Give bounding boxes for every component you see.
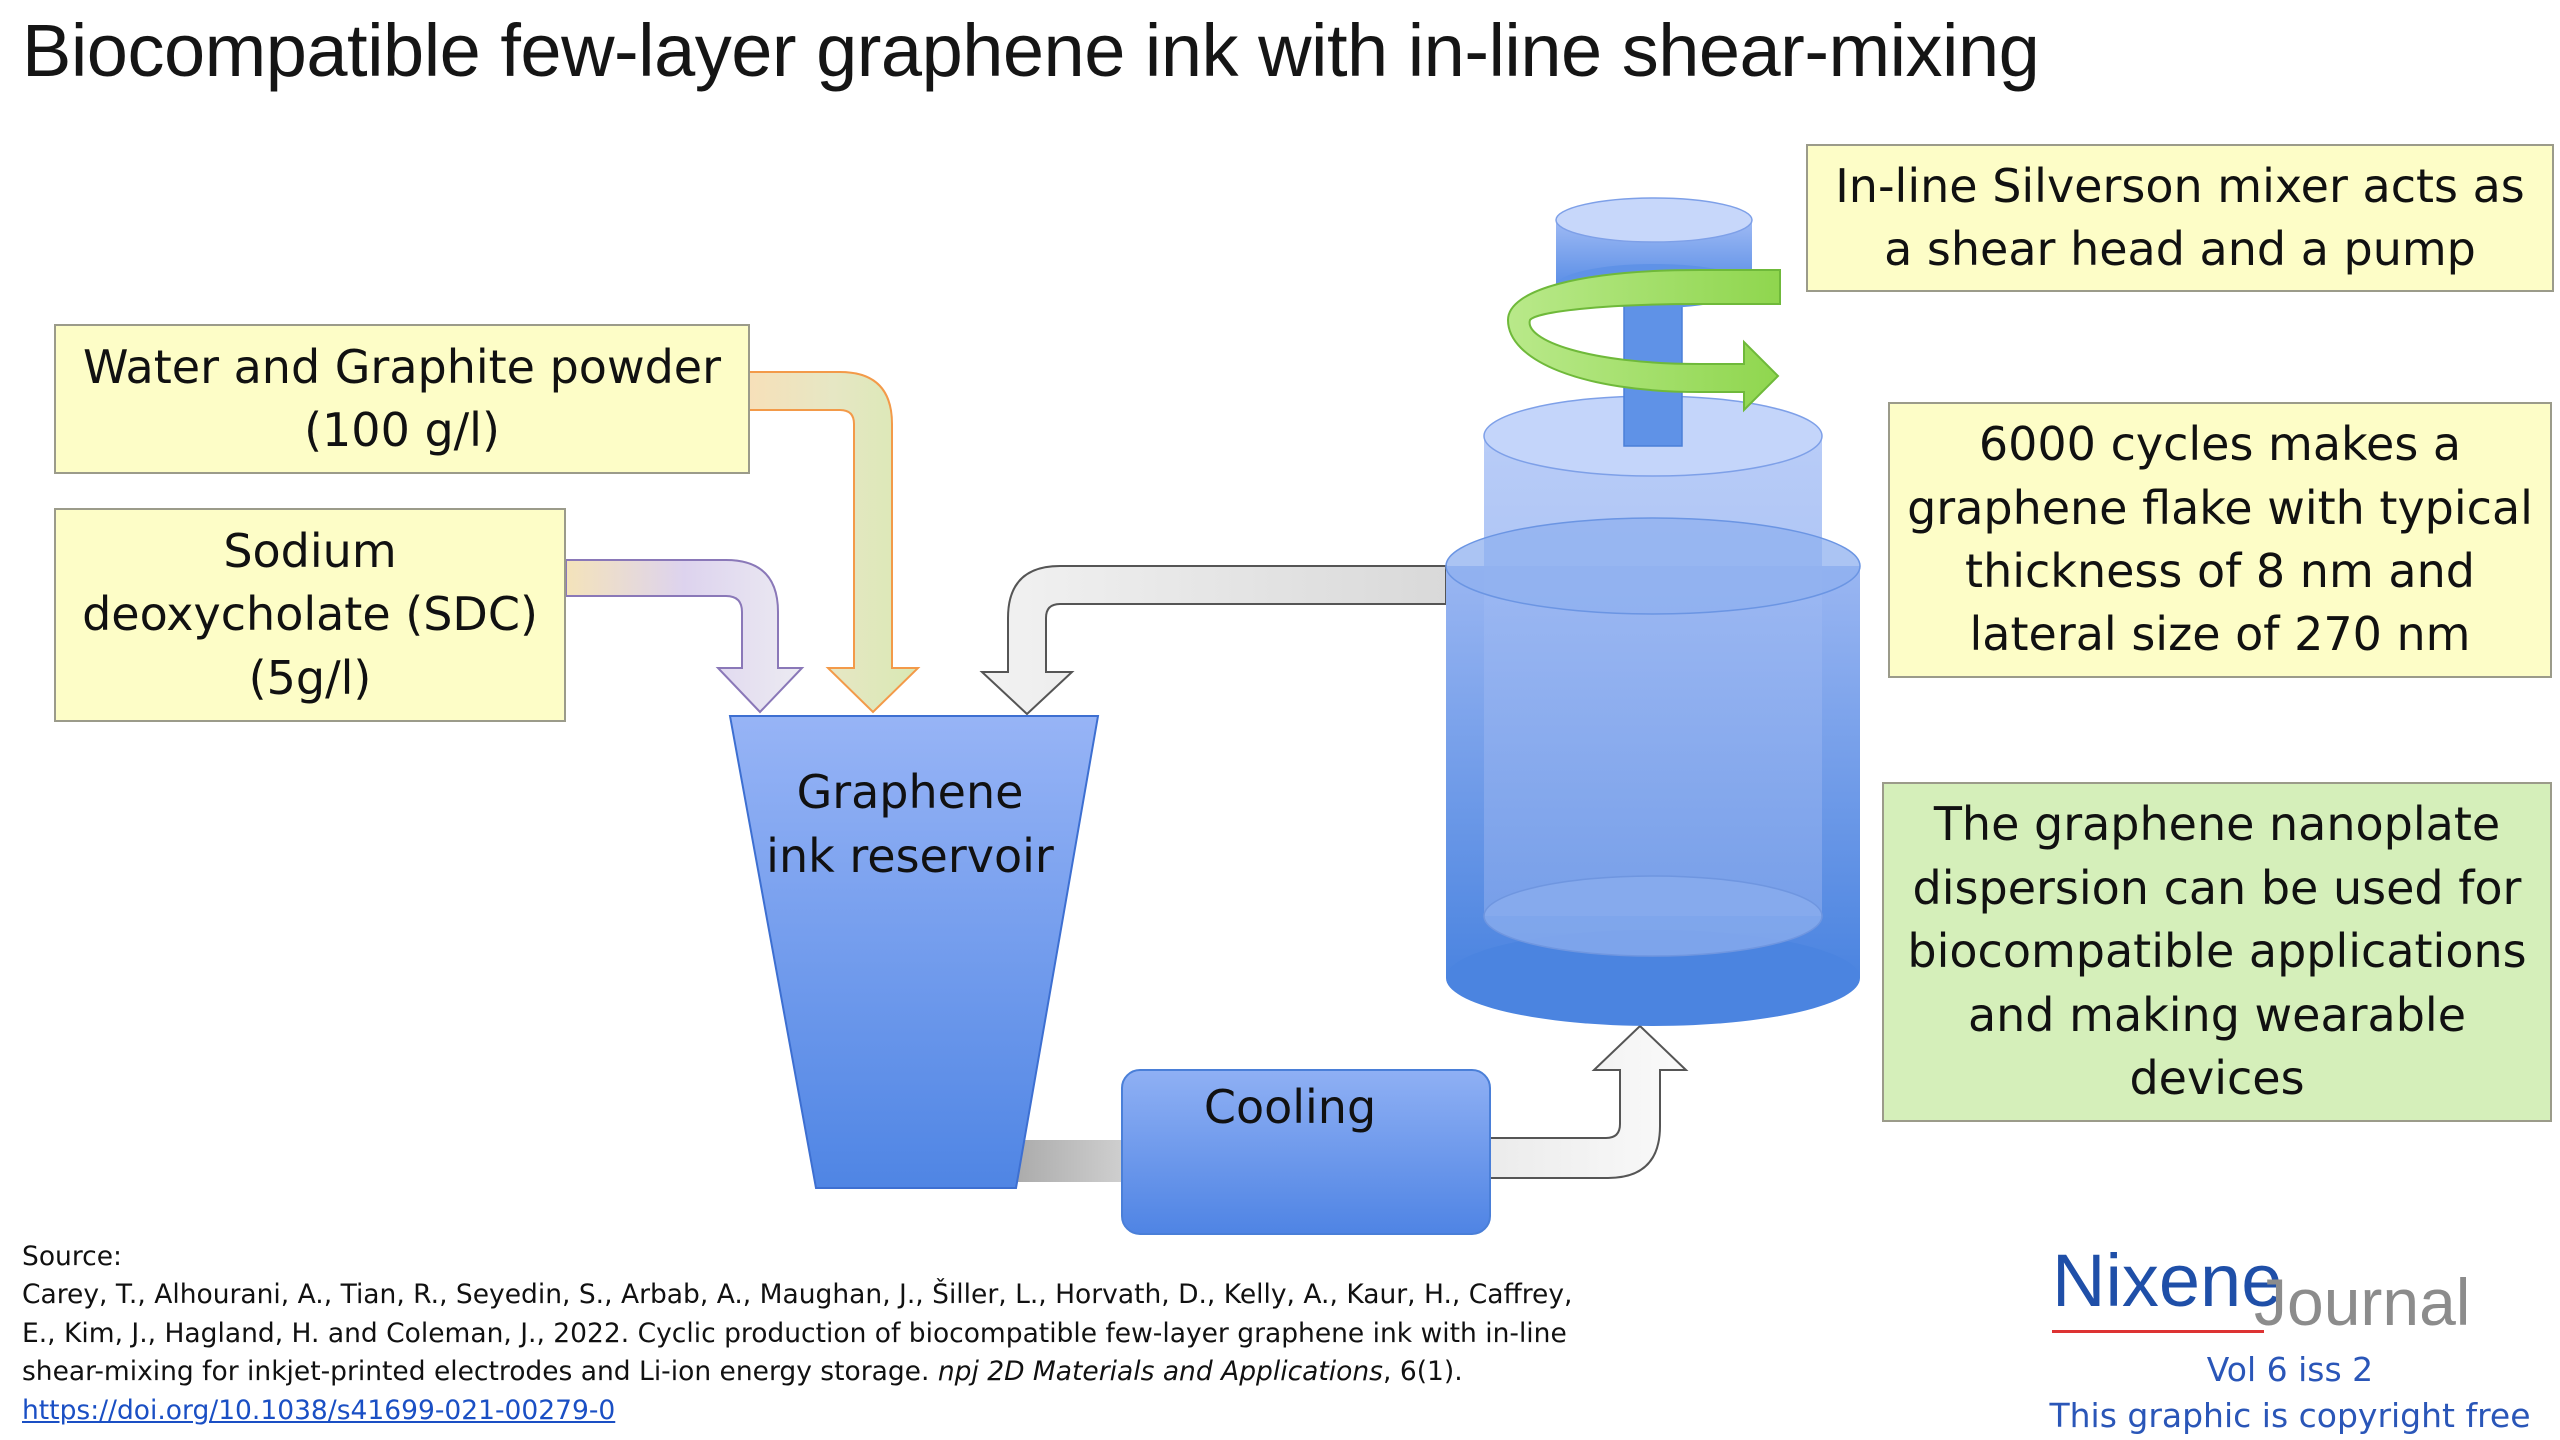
doi-link[interactable]: https://doi.org/10.1038/s41699-021-00279… [22, 1394, 616, 1426]
copyright-label: This graphic is copyright free [2049, 1396, 2531, 1435]
page-title: Biocompatible few-layer graphene ink wit… [22, 9, 2040, 92]
mixer-tank [1445, 395, 1861, 1026]
application-note-text: The graphene nanoplate dispersion can be… [1907, 797, 2527, 1106]
source-heading: Source: [22, 1241, 122, 1272]
return-arrow [979, 565, 1447, 716]
graphite-inlet-arrow [747, 371, 921, 714]
graphene-ink-reservoir [728, 715, 1100, 1189]
cycles-note-text: 6000 cycles makes a graphene flake with … [1907, 417, 2533, 662]
sdc-box: Sodium deoxycholate (SDC) (5g/l) [54, 508, 566, 722]
reservoir-label: Graphene ink reservoir [766, 765, 1054, 884]
logo-underline [2052, 1330, 2264, 1333]
cooling-unit [1121, 1069, 1491, 1235]
cooling-to-tank-arrow [1485, 1024, 1689, 1179]
issue-label: Vol 6 iss 2 [2206, 1350, 2374, 1389]
outlet-pipe [1010, 1140, 1126, 1182]
citation-journal: npj 2D Materials and Applications [937, 1356, 1383, 1388]
citation-volume: , 6(1). [1382, 1356, 1463, 1388]
cycles-note: 6000 cycles makes a graphene flake with … [1888, 402, 2552, 678]
logo-brand: Nixene [2052, 1239, 2283, 1322]
cooling-label: Cooling [1203, 1080, 1377, 1134]
rotation-arrow [1506, 269, 1781, 413]
citation-text: Carey, T., Alhourani, A., Tian, R., Seye… [22, 1276, 1582, 1391]
citation-body: Carey, T., Alhourani, A., Tian, R., Seye… [22, 1279, 1573, 1388]
application-note: The graphene nanoplate dispersion can be… [1882, 782, 2552, 1122]
sdc-inlet-arrow [565, 559, 805, 714]
water-graphite-label: Water and Graphite powder (100 g/l) [83, 339, 721, 457]
logo-sub: Journal [2254, 1265, 2471, 1339]
nixene-journal-logo: Nixene Journal Vol 6 iss 2 This graphic … [2040, 1238, 2540, 1438]
source-citation: Source: Carey, T., Alhourani, A., Tian, … [22, 1238, 1582, 1430]
mixer-note: In-line Silverson mixer acts as a shear … [1806, 144, 2554, 292]
sdc-label: Sodium deoxycholate (SDC) (5g/l) [82, 523, 538, 705]
water-graphite-box: Water and Graphite powder (100 g/l) [54, 324, 750, 474]
mixer-note-text: In-line Silverson mixer acts as a shear … [1835, 158, 2525, 276]
